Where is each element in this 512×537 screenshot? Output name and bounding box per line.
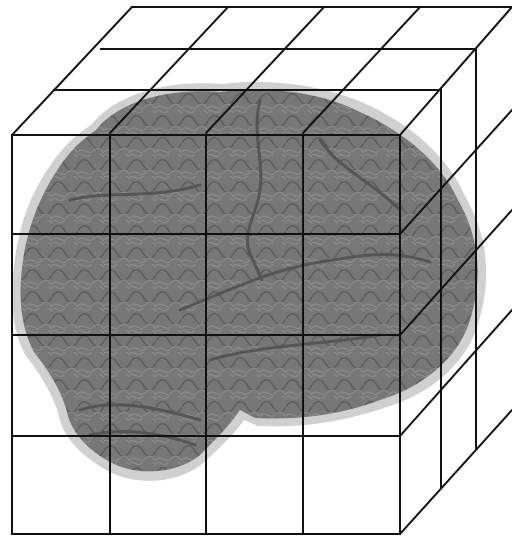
right-bottom-edge [400,410,512,534]
right-top-edge [400,7,512,135]
